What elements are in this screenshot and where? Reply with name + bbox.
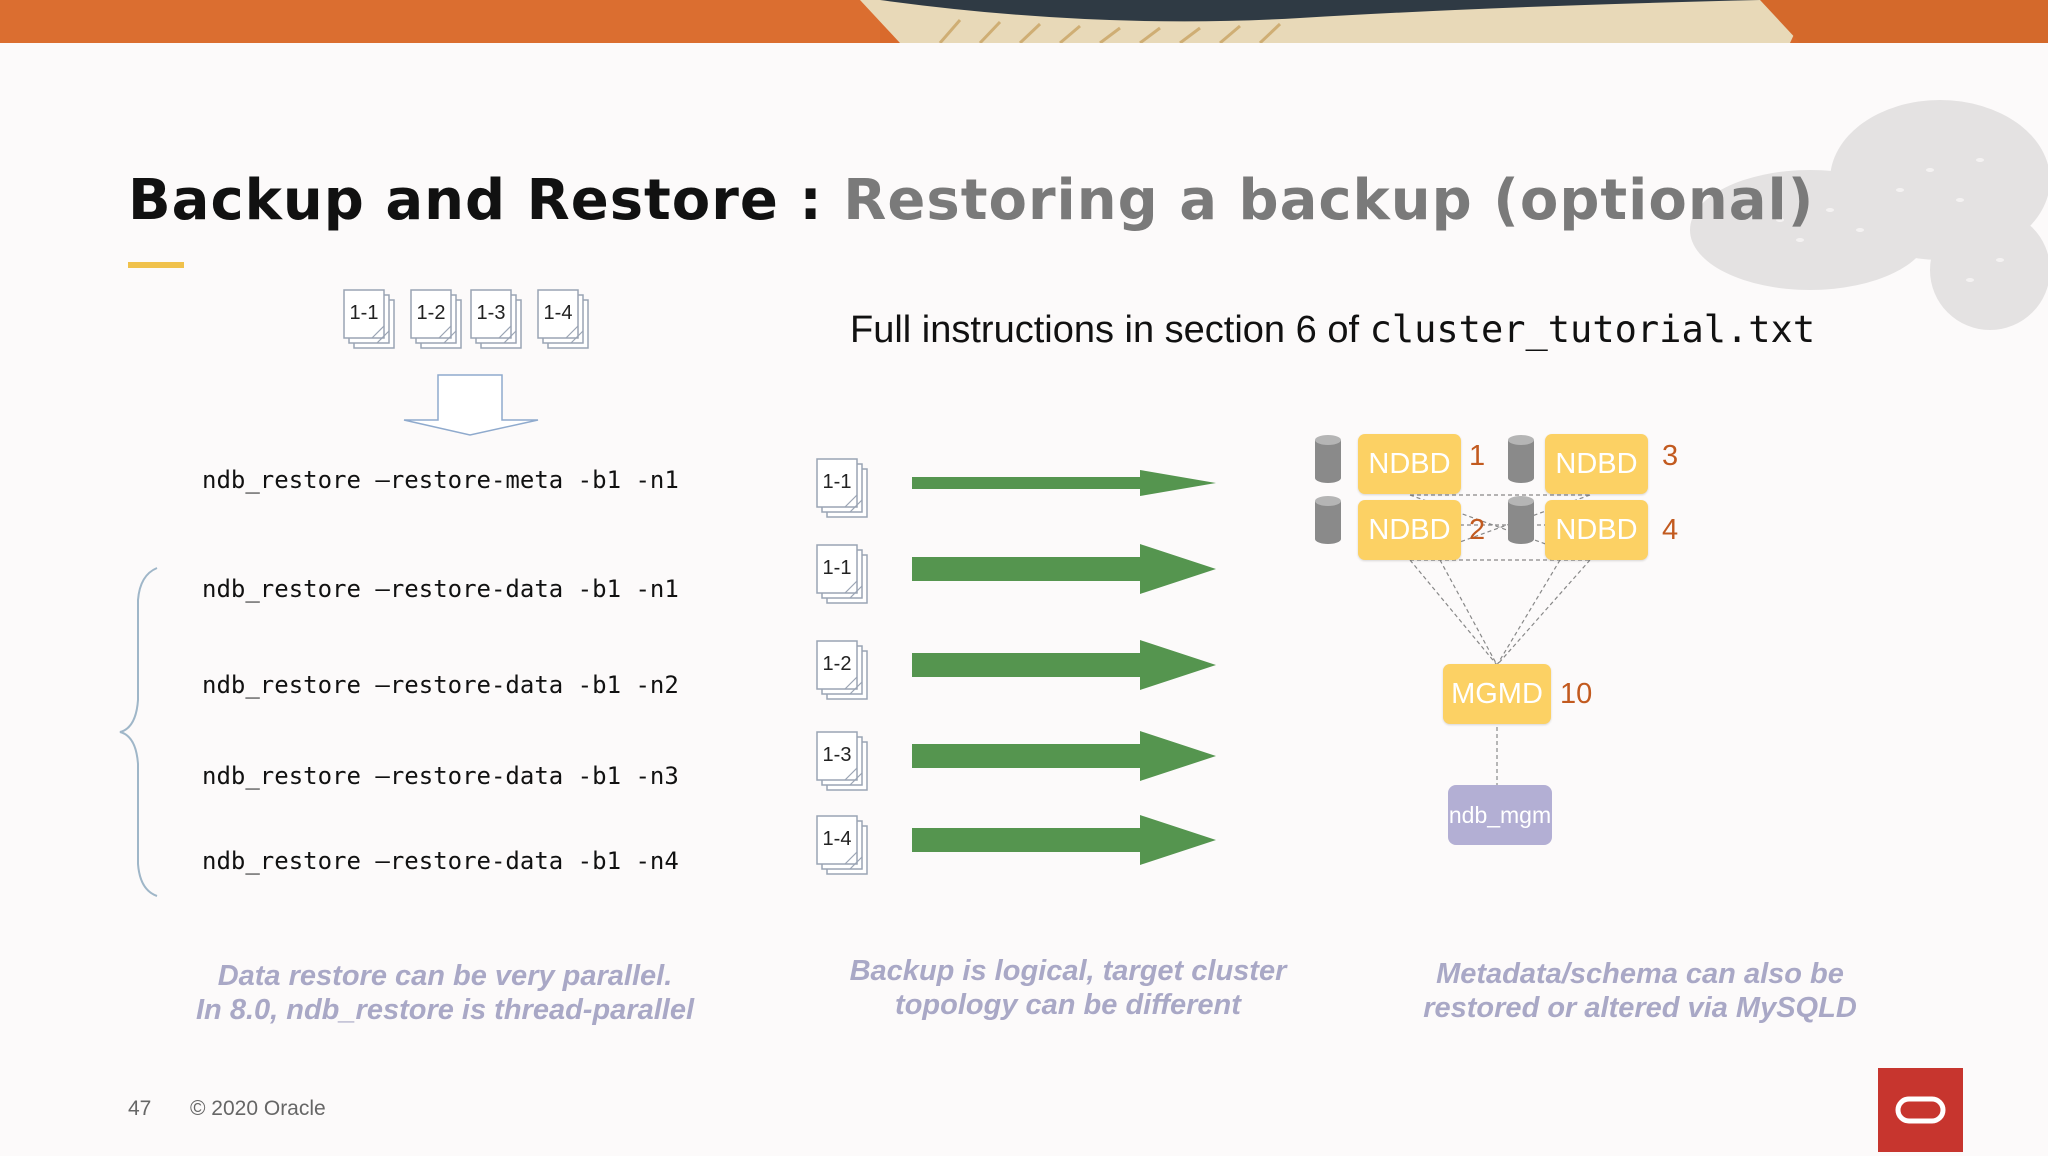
ndbd-node-3: NDBD <box>1545 434 1648 494</box>
database-cylinder-icon <box>1315 496 1341 544</box>
note-logical: Backup is logical, target cluster topolo… <box>808 954 1328 1022</box>
file-label: 1-1 <box>823 471 852 493</box>
command-rows: 1-1 1-1 1-2 1-3 1-4 <box>816 458 1216 875</box>
command-restore-data-n2: ndb_restore —restore-data -b1 -n2 <box>202 671 679 699</box>
file-label: 1-4 <box>823 828 852 850</box>
top-file-1-4: 1-4 <box>537 289 589 349</box>
note-metadata-line2: restored or altered via MySQLD <box>1423 992 1857 1024</box>
mgmd-node: MGMD <box>1443 664 1551 724</box>
ndbd-node-1-id: 1 <box>1469 440 1486 472</box>
right-arrow-icon <box>912 640 1216 690</box>
ndbd-node-2: NDBD <box>1358 500 1461 560</box>
file-label: 1-3 <box>823 744 852 766</box>
oracle-logo-icon <box>1878 1068 1963 1152</box>
ndbd-node-3-id: 3 <box>1662 440 1679 472</box>
right-arrow-icon <box>912 815 1216 865</box>
ndbd-node-1: NDBD <box>1358 434 1461 494</box>
row-file-2: 1-2 <box>816 640 868 700</box>
title-main: Backup and Restore : <box>128 168 844 233</box>
brace-icon <box>119 567 158 897</box>
file-label: 1-2 <box>823 653 852 675</box>
row-file-3: 1-3 <box>816 731 868 791</box>
top-backup-files: 1-1 1-2 1-3 1-4 <box>343 289 589 349</box>
file-label: 1-2 <box>417 302 446 324</box>
command-restore-meta: ndb_restore —restore-meta -b1 -n1 <box>202 466 679 494</box>
row-file-0: 1-1 <box>816 458 868 518</box>
row-file-1: 1-1 <box>816 544 868 604</box>
database-cylinder-icon <box>1508 496 1534 544</box>
title-underline <box>128 262 184 268</box>
note-logical-line2: topology can be different <box>895 989 1241 1021</box>
note-parallel: Data restore can be very parallel. In 8.… <box>150 959 740 1027</box>
note-metadata: Metadata/schema can also be restored or … <box>1380 957 1900 1025</box>
mgmd-node-id: 10 <box>1560 678 1593 710</box>
file-label: 1-1 <box>823 557 852 579</box>
top-banner <box>0 0 2048 43</box>
right-arrow-icon <box>912 731 1216 781</box>
top-file-1-1: 1-1 <box>343 289 395 349</box>
top-file-1-2: 1-2 <box>410 289 462 349</box>
command-restore-data-n3: ndb_restore —restore-data -b1 -n3 <box>202 762 679 790</box>
right-arrow-icon <box>912 544 1216 594</box>
instructions-line: Full instructions in section 6 of cluste… <box>850 308 1815 352</box>
ndbd-node-4: NDBD <box>1545 500 1648 560</box>
title-sub: Restoring a backup (optional) <box>843 168 1815 233</box>
slide-title: Backup and Restore : Restoring a backup … <box>128 168 1814 233</box>
command-restore-data-n4: ndb_restore —restore-data -b1 -n4 <box>202 847 679 875</box>
banner-art <box>0 0 2048 43</box>
note-parallel-line1: Data restore can be very parallel. <box>217 960 673 992</box>
note-parallel-line2: In 8.0, ndb_restore is thread-parallel <box>196 994 694 1026</box>
instructions-filename: cluster_tutorial.txt <box>1369 308 1816 351</box>
note-metadata-line1: Metadata/schema can also be <box>1436 958 1844 990</box>
ndb-mgm-client: ndb_mgm <box>1448 785 1552 845</box>
row-file-4: 1-4 <box>816 815 868 875</box>
database-cylinder-icon <box>1315 435 1341 483</box>
ndbd-node-4-id: 4 <box>1662 514 1679 546</box>
instructions-text: Full instructions in section 6 of <box>850 309 1370 351</box>
file-label: 1-1 <box>350 302 379 324</box>
note-logical-line1: Backup is logical, target cluster <box>849 955 1287 987</box>
decorative-pattern <box>1690 100 2048 330</box>
database-cylinder-icon <box>1508 435 1534 483</box>
ndbd-node-2-id: 2 <box>1469 514 1486 546</box>
file-label: 1-3 <box>477 302 506 324</box>
right-arrow-icon <box>912 470 1216 496</box>
command-restore-data-n1: ndb_restore —restore-data -b1 -n1 <box>202 575 679 603</box>
down-arrow-icon <box>403 374 539 436</box>
page-number: 47 <box>128 1097 152 1120</box>
top-file-1-3: 1-3 <box>470 289 522 349</box>
file-label: 1-4 <box>544 302 573 324</box>
copyright: © 2020 Oracle <box>190 1097 326 1120</box>
